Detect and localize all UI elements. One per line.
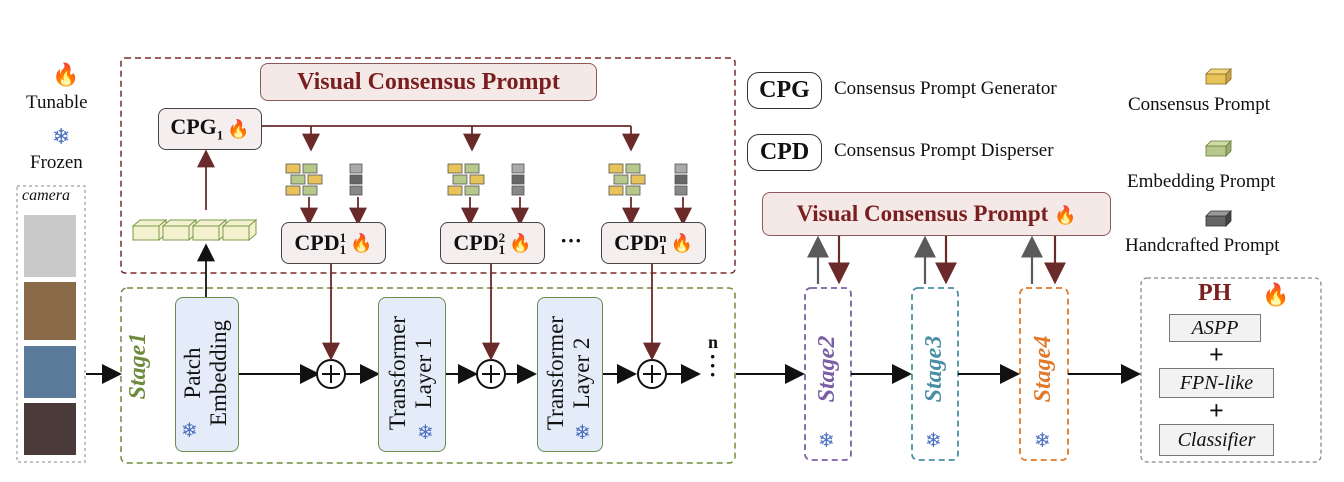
transformer-layer-2-block: Transformer Layer 2 ❄ (537, 297, 603, 452)
add-node-3 (637, 359, 667, 389)
cpd-base: CPD (614, 229, 660, 255)
token-cubes (131, 218, 258, 242)
patch-embedding-block: Patch Embedding ❄ (175, 297, 239, 452)
snowflake-icon: ❄ (925, 430, 942, 452)
legend-handcrafted-cube (1205, 210, 1232, 227)
vcp-banner-small: Visual Consensus Prompt 🔥 (762, 192, 1111, 236)
transformer-layer-1-block: Transformer Layer 1 ❄ (378, 297, 446, 452)
fpn-like-box: FPN-like (1159, 368, 1274, 398)
cpd-base: CPD (294, 229, 340, 255)
fire-icon: 🔥 (1054, 205, 1077, 225)
frozen-label: Frozen (30, 152, 83, 173)
camera-thumb-4 (24, 403, 76, 455)
cpd-sup: 1 (339, 230, 347, 246)
fire-icon: 🔥 (1262, 282, 1290, 307)
add-node-2 (476, 359, 506, 389)
cpg-full-label: Consensus Prompt Generator (834, 78, 1057, 99)
camera-thumb-2 (24, 282, 76, 340)
snowflake-icon: ❄ (417, 422, 434, 444)
handcrafted-prompt-label: Handcrafted Prompt (1125, 235, 1280, 256)
stage2-label: Stage2 (814, 335, 840, 403)
ph-title: PH (1198, 280, 1232, 306)
cpd-sub: 1 (339, 242, 347, 258)
repeat-n-label: n (708, 332, 719, 352)
snowflake-icon: ❄ (181, 420, 198, 442)
camera-label: camera (22, 187, 70, 204)
camera-panel (16, 185, 86, 463)
aspp-box: ASPP (1169, 314, 1261, 342)
fire-icon: 🔥 (52, 62, 80, 87)
cpd-abbr-pill: CPD (747, 134, 822, 171)
cpd-ellipsis: ··· (560, 228, 583, 253)
legend-embedding-cube (1205, 140, 1232, 157)
repeat-dots: ··· (709, 344, 717, 387)
ph-box (1140, 277, 1322, 463)
vcp-region (120, 57, 736, 274)
camera-thumb-3 (24, 346, 76, 398)
embedding-prompt-label: Embedding Prompt (1127, 171, 1276, 192)
cpd-sup: 2 (498, 230, 506, 246)
snowflake-icon: ❄ (574, 422, 591, 444)
vcp-banner-small-label: Visual Consensus Prompt (796, 201, 1049, 226)
tunable-label: Tunable (26, 92, 88, 113)
cpg-base: CPG (170, 114, 217, 140)
stage3-label: Stage3 (921, 335, 947, 403)
snowflake-icon: ❄ (1034, 430, 1051, 452)
cpd-sup: n (659, 230, 667, 246)
cpd-sub: 1 (498, 242, 506, 258)
snowflake-icon: ❄ (818, 430, 835, 452)
classifier-box: Classifier (1159, 424, 1274, 456)
cpd-full-label: Consensus Prompt Disperser (834, 140, 1054, 161)
prompt-cubes-2 (447, 163, 525, 196)
cpg-sub: 1 (216, 127, 224, 143)
cpd-sub: 1 (659, 242, 667, 258)
fire-icon: 🔥 (509, 232, 532, 253)
fire-icon: 🔥 (227, 118, 250, 139)
vcp-title: Visual Consensus Prompt (260, 63, 597, 101)
stage4-label: Stage4 (1030, 335, 1056, 403)
snowflake-icon: ❄ (52, 124, 71, 149)
camera-thumb-1 (24, 215, 76, 277)
fire-icon: 🔥 (670, 232, 693, 253)
add-node-1 (316, 359, 346, 389)
ph-plus-2: + (1209, 396, 1224, 425)
legend-consensus-cube (1205, 68, 1232, 85)
ph-plus-1: + (1209, 340, 1224, 369)
cpg-abbr-pill: CPG (747, 72, 822, 109)
stage1-label: Stage1 (125, 332, 151, 400)
fire-icon: 🔥 (350, 232, 373, 253)
prompt-cubes-3 (608, 163, 688, 196)
cpg-node: CPG1 🔥 (158, 108, 262, 150)
stage1-region (120, 287, 736, 464)
prompt-cubes-1 (285, 163, 363, 196)
cpd-base: CPD (453, 229, 499, 255)
consensus-prompt-label: Consensus Prompt (1128, 94, 1270, 115)
